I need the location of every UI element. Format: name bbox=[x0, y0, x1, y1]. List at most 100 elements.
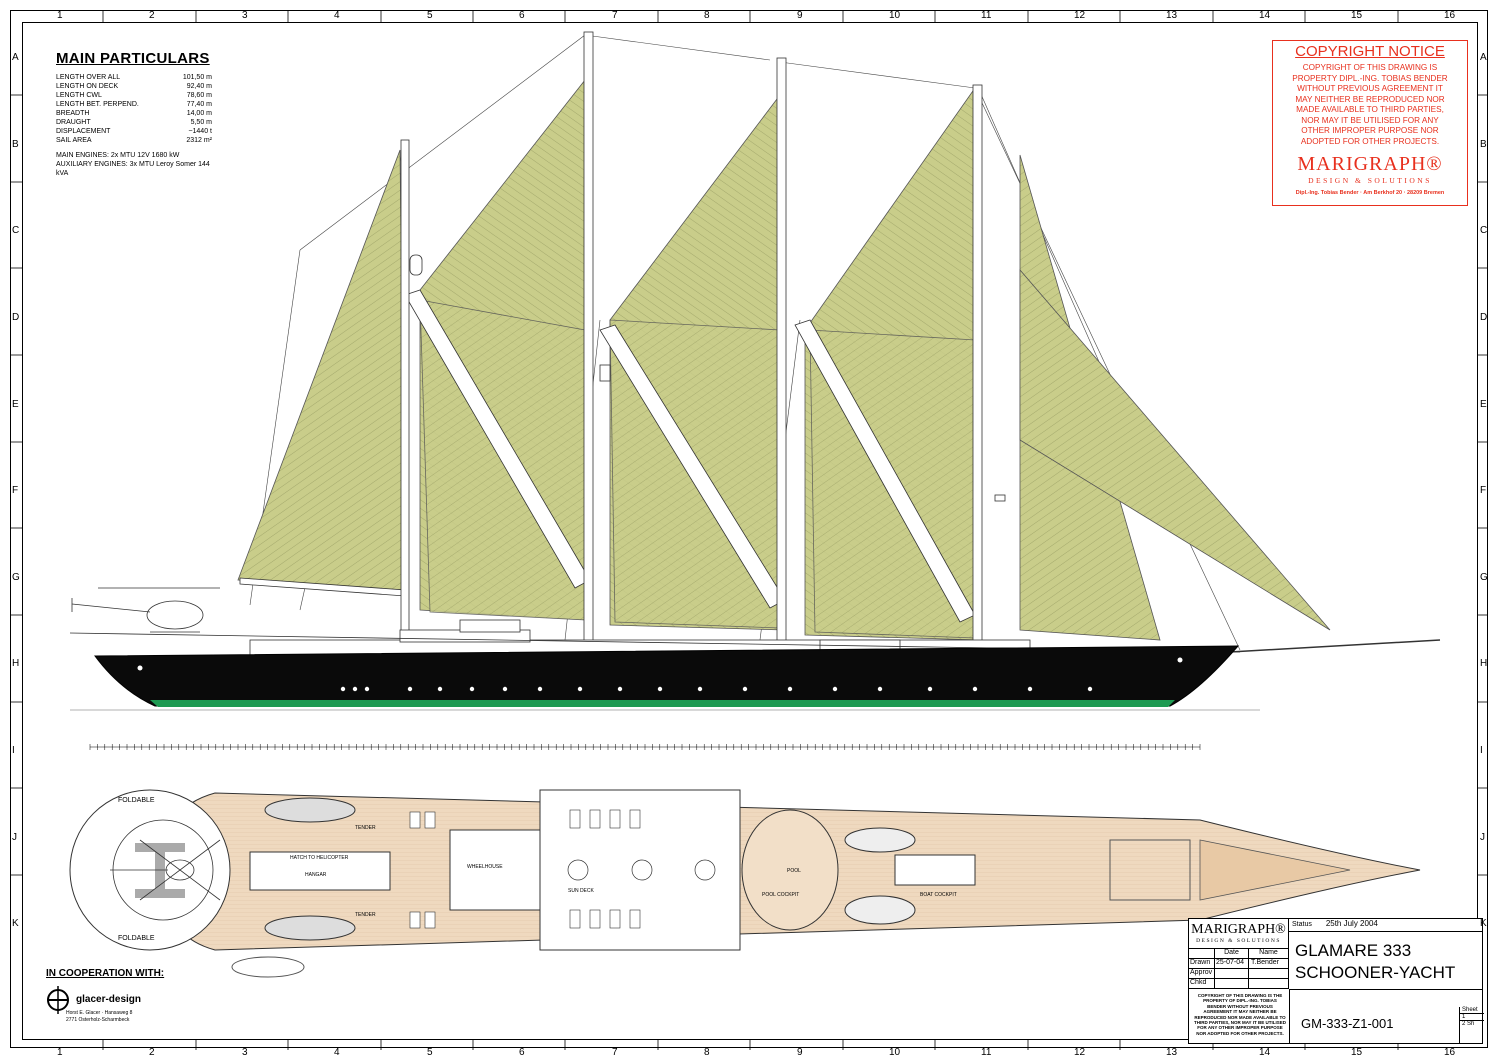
copyright-line: PROPERTY DIPL.-ING. TOBIAS BENDER bbox=[1292, 73, 1448, 83]
tender-sketch bbox=[231, 956, 305, 978]
bowsprit bbox=[1229, 639, 1441, 653]
drawing-inner-border bbox=[22, 22, 1478, 1040]
particulars-label: SAIL AREA bbox=[56, 137, 92, 144]
copyright-line: ADOPTED FOR OTHER PROJECTS. bbox=[1300, 136, 1440, 146]
label-foldable-top: FOLDABLE bbox=[118, 797, 155, 804]
grid-label: 2 bbox=[149, 1047, 155, 1058]
grid-label: C bbox=[1480, 225, 1488, 236]
sheets-total-row: 2 Sh bbox=[1460, 1021, 1484, 1027]
boot-stripe bbox=[150, 700, 1175, 707]
project-type: SCHOONER-YACHT bbox=[1295, 963, 1456, 982]
copyright-line: OTHER IMPROPER PURPOSE NOR bbox=[1301, 126, 1439, 135]
sheet-number: 1 bbox=[1460, 1014, 1484, 1021]
grid-label: 15 bbox=[1351, 10, 1363, 21]
date-header: Date bbox=[1215, 949, 1249, 959]
particulars-title: MAIN PARTICULARS bbox=[56, 50, 210, 67]
tender-bottom bbox=[264, 915, 356, 941]
grid-label: B bbox=[12, 139, 19, 150]
grid-label: 8 bbox=[704, 10, 710, 21]
label-foldable-bottom: FOLDABLE bbox=[118, 935, 155, 942]
booms bbox=[239, 289, 976, 623]
drawing-number: GM-333-Z1-001 bbox=[1301, 1016, 1394, 1031]
name-header: Name bbox=[1249, 949, 1289, 959]
grid-label: 12 bbox=[1074, 1047, 1086, 1058]
grid-label: G bbox=[12, 572, 20, 583]
drawn-label: Drawn bbox=[1189, 959, 1215, 969]
helicopter-plan bbox=[110, 839, 221, 901]
grid-label: 9 bbox=[797, 10, 803, 21]
grid-label: F bbox=[12, 485, 19, 496]
grid-label: E bbox=[1480, 399, 1487, 410]
grid-label: 10 bbox=[889, 1047, 901, 1058]
grid-label: H bbox=[12, 658, 20, 669]
grid-label: 5 bbox=[427, 10, 433, 21]
status-cell: Status 25th July 2004 bbox=[1289, 919, 1483, 932]
title-block-logo: MARIGRAPH® bbox=[1191, 922, 1286, 937]
grid-label: 4 bbox=[334, 1047, 340, 1058]
particulars-row: LENGTH BET. PERPEND.77,40 m bbox=[56, 100, 216, 109]
approved-name bbox=[1249, 969, 1289, 979]
copyright-line: WITHOUT PREVIOUS AGREEMENT IT bbox=[1297, 84, 1443, 93]
portholes bbox=[137, 657, 1183, 692]
grid-label: 16 bbox=[1444, 10, 1456, 21]
grid-label: I bbox=[1480, 745, 1483, 756]
sun-deck-hatches bbox=[567, 859, 716, 881]
particulars-label: LENGTH OVER ALL bbox=[56, 74, 121, 81]
label-pool-cockpit: POOL COCKPIT bbox=[762, 892, 800, 898]
grid-label: C bbox=[12, 225, 20, 236]
grid-label: 11 bbox=[981, 10, 992, 21]
grid-label: 16 bbox=[1444, 1047, 1456, 1058]
particulars-value: ~1440 t bbox=[188, 128, 212, 135]
label-wheelhouse: WHEELHOUSE bbox=[467, 864, 503, 870]
copyright-title: COPYRIGHT NOTICE bbox=[1295, 43, 1445, 60]
grid-label: 14 bbox=[1259, 1047, 1271, 1058]
marigraph-logo: MARIGRAPH® bbox=[1297, 153, 1443, 175]
grid-label: 13 bbox=[1166, 10, 1178, 21]
cooperation-name: glacer-design bbox=[76, 994, 142, 1005]
grid-label: 14 bbox=[1259, 10, 1271, 21]
grid-label: J bbox=[12, 832, 17, 843]
pool-cockpit-area bbox=[741, 809, 839, 931]
title-block: MARIGRAPH® DESIGN & SOLUTIONS Status 25t… bbox=[1188, 918, 1484, 1044]
hull bbox=[94, 645, 1240, 707]
particulars-value: 14,00 m bbox=[186, 110, 212, 117]
grid-label: A bbox=[12, 52, 19, 63]
deck-chairs bbox=[409, 809, 641, 929]
grid-label: B bbox=[1480, 139, 1487, 150]
particulars-value: 78,60 m bbox=[186, 92, 212, 99]
grid-label: 3 bbox=[242, 1047, 248, 1058]
helipad-h bbox=[135, 843, 185, 898]
label-tender-bottom: TENDER bbox=[355, 912, 376, 918]
grid-label: 5 bbox=[427, 1047, 433, 1058]
sails bbox=[237, 78, 1331, 641]
tender-boat-bottom bbox=[844, 895, 916, 925]
title-block-hline bbox=[1289, 989, 1483, 990]
particulars-label: LENGTH BET. PERPEND. bbox=[56, 101, 139, 108]
grid-label: J bbox=[1480, 832, 1485, 843]
grid-label: K bbox=[12, 918, 19, 929]
particulars-label: DRAUGHT bbox=[56, 119, 91, 126]
cooperation-address-1: Horst E. Glacer · Hansaweg 8 bbox=[66, 1010, 133, 1016]
blank-header bbox=[1189, 949, 1215, 959]
grid-label: D bbox=[12, 312, 20, 323]
drawing-frame bbox=[10, 10, 1488, 1048]
helicopter bbox=[71, 587, 220, 633]
sheet-label: Sheet bbox=[1460, 1007, 1484, 1014]
flying-jib-sail bbox=[1019, 268, 1331, 631]
mizzen-sail bbox=[237, 149, 406, 591]
deck-plan bbox=[69, 789, 1421, 951]
grid-label: F bbox=[1480, 485, 1487, 496]
sheets-total: 2 bbox=[1462, 1021, 1466, 1027]
label-boat-cockpit: BOAT COCKPIT bbox=[920, 892, 957, 898]
grid-label: 1 bbox=[57, 1047, 63, 1058]
drawn-date: 25-07-04 bbox=[1215, 959, 1249, 969]
status-label: Status bbox=[1292, 921, 1312, 928]
label-hatch: HATCH TO HELICOPTER bbox=[290, 855, 349, 861]
grid-label: 6 bbox=[519, 10, 525, 21]
grid-label: 13 bbox=[1166, 1047, 1178, 1058]
status-value: 25th July 2004 bbox=[1325, 919, 1378, 928]
